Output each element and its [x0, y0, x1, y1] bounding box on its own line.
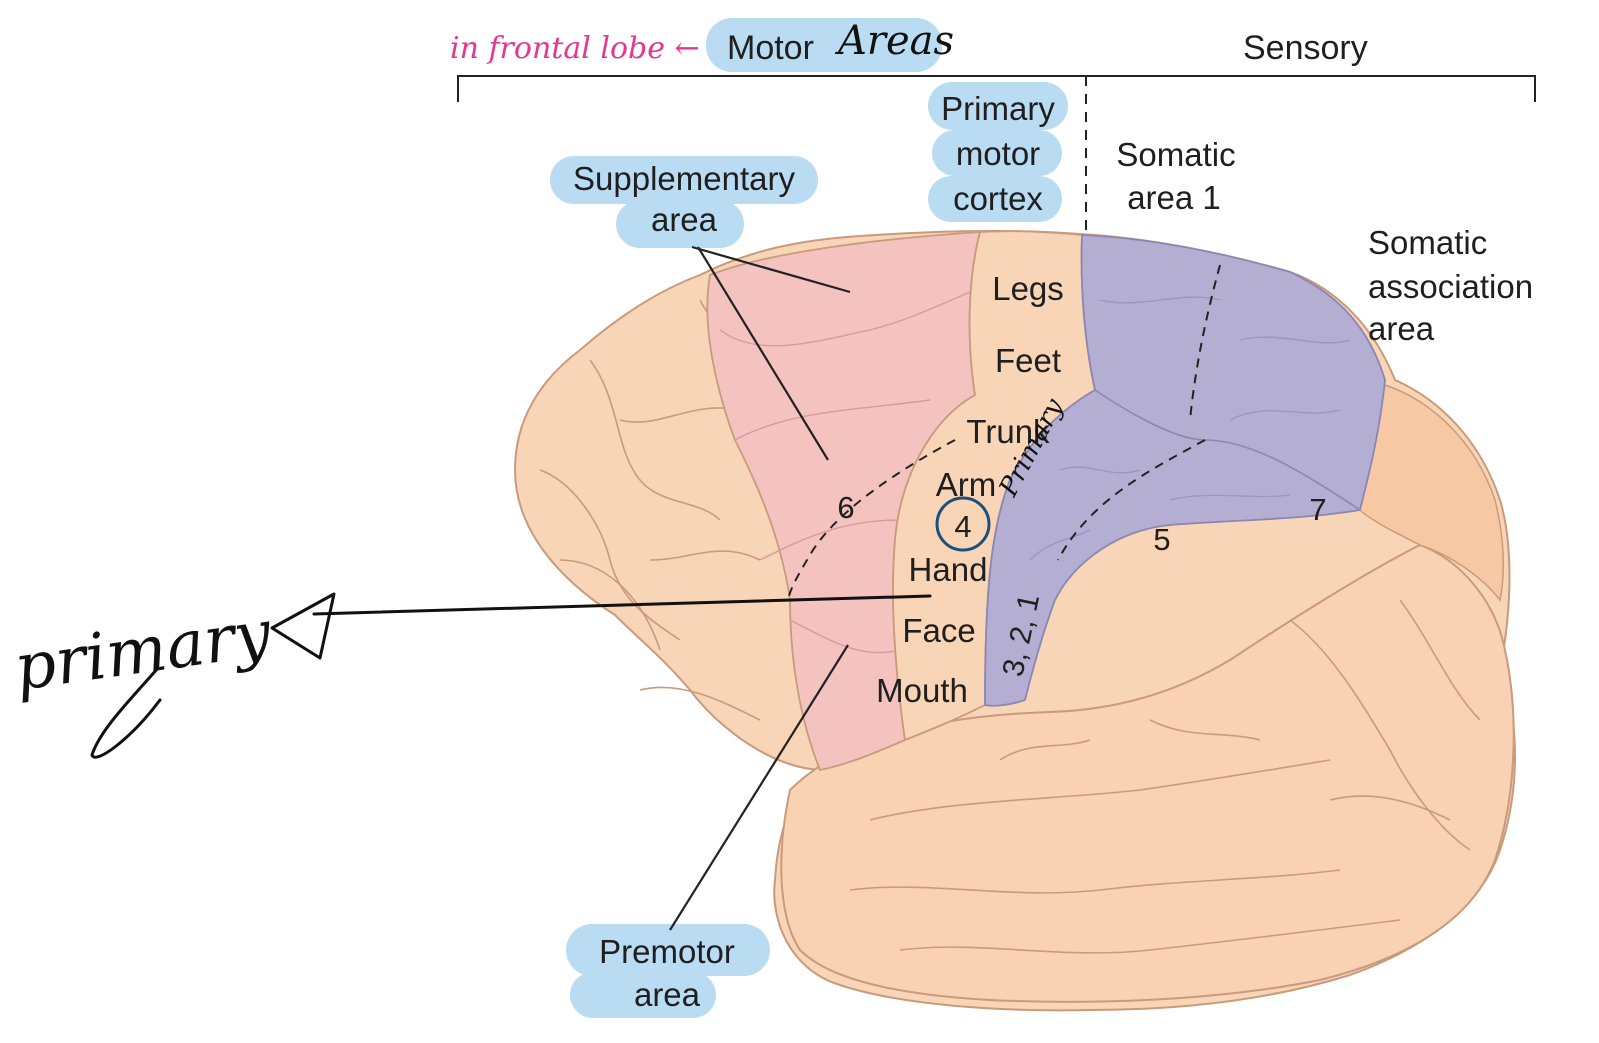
primary-motor-cortex-line3: cortex	[953, 180, 1043, 217]
brodmann-5: 5	[1153, 522, 1170, 557]
primary-motor-cortex-line2: motor	[956, 135, 1040, 172]
brodmann-7: 7	[1309, 492, 1326, 527]
somatic-association-line2: association	[1368, 268, 1533, 305]
sensory-label: Sensory	[1243, 29, 1368, 67]
somatic-association-line1: Somatic	[1368, 224, 1487, 261]
somatic-association-line3: area	[1368, 310, 1435, 347]
frontal-lobe-note: in frontal lobe ←	[450, 31, 700, 66]
somatic-area-1-line1: Somatic	[1116, 136, 1235, 173]
motor-label: Motor	[727, 29, 814, 67]
body-hand: Hand	[909, 551, 988, 588]
body-face: Face	[902, 612, 975, 649]
somatic-area-1-line2: area 1	[1127, 179, 1221, 216]
handwritten-primary-big: primary	[10, 597, 276, 706]
areas-handwritten: Areas	[834, 18, 954, 64]
brodmann-4: 4	[954, 509, 971, 544]
body-legs: Legs	[992, 270, 1064, 307]
body-mouth: Mouth	[876, 672, 968, 709]
arrow-head	[272, 594, 334, 658]
supplementary-line2: area	[651, 201, 718, 238]
premotor-line1: Premotor	[599, 933, 735, 970]
supplementary-line1: Supplementary	[573, 160, 795, 197]
body-arm: Arm	[936, 466, 997, 503]
brodmann-6: 6	[837, 490, 854, 525]
primary-motor-cortex-line1: Primary	[941, 90, 1055, 127]
premotor-line2: area	[634, 976, 701, 1013]
body-feet: Feet	[995, 342, 1061, 379]
